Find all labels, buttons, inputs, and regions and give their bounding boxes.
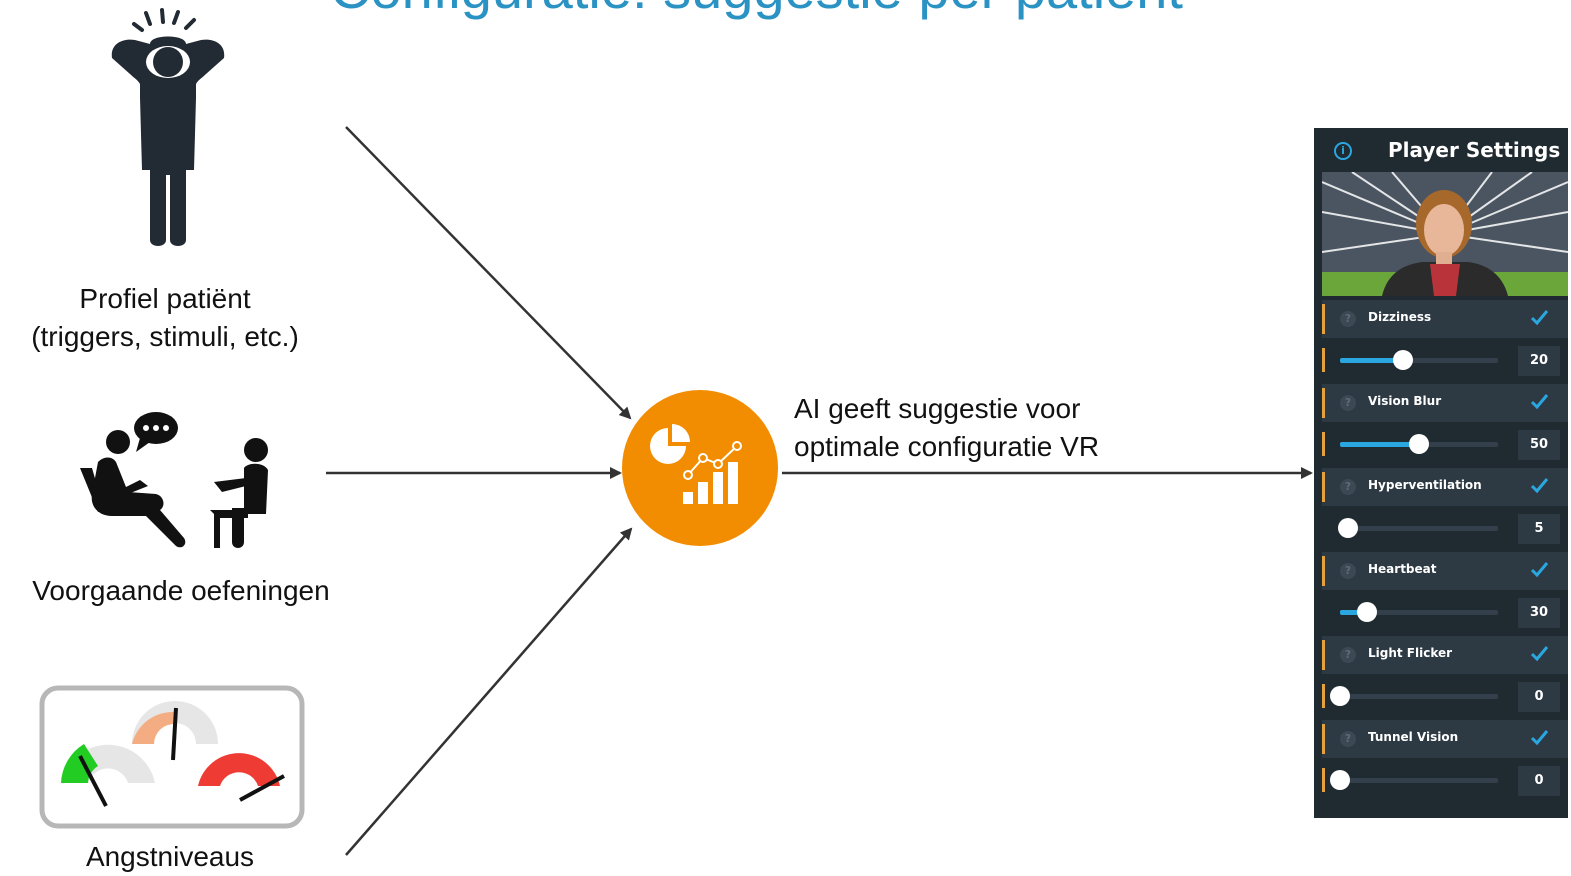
profile-label-line2: (triggers, stimuli, etc.) xyxy=(31,321,299,352)
slider-row: 0 xyxy=(1322,676,1568,716)
setting-header: ? Vision Blur xyxy=(1322,384,1568,422)
slider-row: 5 xyxy=(1322,508,1568,548)
slider-row: 0 xyxy=(1322,760,1568,800)
setting-name: Heartbeat xyxy=(1368,562,1437,576)
slider-knob[interactable] xyxy=(1330,686,1350,706)
slider-track[interactable] xyxy=(1340,434,1498,454)
setting-name: Tunnel Vision xyxy=(1368,730,1459,744)
avatar-illustration xyxy=(1322,172,1568,296)
slider-knob[interactable] xyxy=(1356,602,1377,622)
slider-row: 30 xyxy=(1322,592,1568,632)
accent-bar xyxy=(1322,640,1325,670)
setting-name: Vision Blur xyxy=(1368,394,1442,408)
title-clip: Configuratie: suggestie per patiënt xyxy=(0,0,1571,20)
arrow-anxiety-to-ai xyxy=(345,527,633,856)
value-field[interactable]: 0 xyxy=(1518,766,1560,796)
accent-bar xyxy=(1322,556,1325,586)
anxiety-label: Angstniveaus xyxy=(85,841,255,872)
accent-bar xyxy=(1322,684,1325,708)
setting-dizziness: ? Dizziness 20 xyxy=(1322,300,1568,384)
slider-knob[interactable] xyxy=(1337,518,1358,538)
info-icon[interactable]: i xyxy=(1334,142,1352,160)
accent-bar xyxy=(1322,348,1325,372)
check-icon[interactable] xyxy=(1528,726,1550,748)
profile-label: Profiel patiënt (triggers, stimuli, etc.… xyxy=(0,280,330,356)
exercises-label: Voorgaande oefeningen xyxy=(32,575,330,606)
check-icon[interactable] xyxy=(1528,306,1550,328)
panel-title: Player Settings xyxy=(1388,138,1561,162)
setting-name: Hyperventilation xyxy=(1368,478,1482,492)
value-field[interactable]: 20 xyxy=(1518,346,1560,376)
slider-row: 50 xyxy=(1322,424,1568,464)
slider-fill xyxy=(1340,358,1404,363)
panel-header: i Player Settings xyxy=(1314,128,1568,172)
value-field[interactable]: 5 xyxy=(1518,514,1560,544)
therapy-session-icon xyxy=(80,412,268,548)
avatar-image xyxy=(1322,172,1568,296)
anxiety-gauges-icon xyxy=(39,685,305,829)
value-field[interactable]: 0 xyxy=(1518,682,1560,712)
ai-label-line1: AI geeft suggestie voor xyxy=(794,393,1081,424)
ai-label-line2: optimale configuratie VR xyxy=(794,431,1100,462)
player-settings-panel: i Player Settings ? Dizziness xyxy=(1314,128,1568,818)
slider-fill xyxy=(1340,610,1367,615)
slider-knob[interactable] xyxy=(1409,434,1429,454)
accent-bar xyxy=(1322,472,1325,502)
slider-knob[interactable] xyxy=(1330,770,1350,790)
accent-bar xyxy=(1322,724,1325,754)
setting-header: ? Tunnel Vision xyxy=(1322,720,1568,758)
setting-header: ? Heartbeat xyxy=(1322,552,1568,590)
accent-bar xyxy=(1322,432,1325,456)
analytics-icon xyxy=(622,390,778,546)
slider-track[interactable] xyxy=(1330,686,1498,706)
setting-header: ? Light Flicker xyxy=(1322,636,1568,674)
slider-track[interactable] xyxy=(1340,602,1498,622)
help-icon[interactable]: ? xyxy=(1340,647,1356,663)
check-icon[interactable] xyxy=(1528,474,1550,496)
ai-label: AI geeft suggestie voor optimale configu… xyxy=(794,390,1099,466)
slider-track[interactable] xyxy=(1330,770,1498,790)
slider-track[interactable] xyxy=(1337,518,1498,538)
slider-track[interactable] xyxy=(1340,350,1498,370)
accent-bar xyxy=(1322,304,1325,334)
setting-heartbeat: ? Heartbeat 30 xyxy=(1322,552,1568,636)
setting-tunnel-vision: ? Tunnel Vision 0 xyxy=(1322,720,1568,804)
setting-light-flicker: ? Light Flicker 0 xyxy=(1322,636,1568,720)
check-icon[interactable] xyxy=(1528,390,1550,412)
check-icon[interactable] xyxy=(1528,642,1550,664)
help-icon[interactable]: ? xyxy=(1340,563,1356,579)
slider-knob[interactable] xyxy=(1393,350,1414,370)
help-icon[interactable]: ? xyxy=(1340,395,1356,411)
profile-label-line1: Profiel patiënt xyxy=(79,283,251,314)
page-title: Configuratie: suggestie per patiënt xyxy=(330,0,1183,20)
value-field[interactable]: 50 xyxy=(1518,430,1560,460)
setting-vision-blur: ? Vision Blur 50 xyxy=(1322,384,1568,468)
check-icon[interactable] xyxy=(1528,558,1550,580)
setting-header: ? Hyperventilation xyxy=(1322,468,1568,506)
setting-name: Dizziness xyxy=(1368,310,1432,324)
arrow-profile-to-ai xyxy=(345,126,632,420)
setting-name: Light Flicker xyxy=(1368,646,1453,660)
help-icon[interactable]: ? xyxy=(1340,731,1356,747)
setting-hyperventilation: ? Hyperventilation 5 xyxy=(1322,468,1568,552)
setting-header: ? Dizziness xyxy=(1322,300,1568,338)
slider-row: 20 xyxy=(1322,340,1568,380)
help-icon[interactable]: ? xyxy=(1340,311,1356,327)
stressed-person-icon xyxy=(111,8,225,246)
accent-bar xyxy=(1322,768,1325,792)
help-icon[interactable]: ? xyxy=(1340,479,1356,495)
accent-bar xyxy=(1322,388,1325,418)
value-field[interactable]: 30 xyxy=(1518,598,1560,628)
slider-fill xyxy=(1340,442,1419,447)
